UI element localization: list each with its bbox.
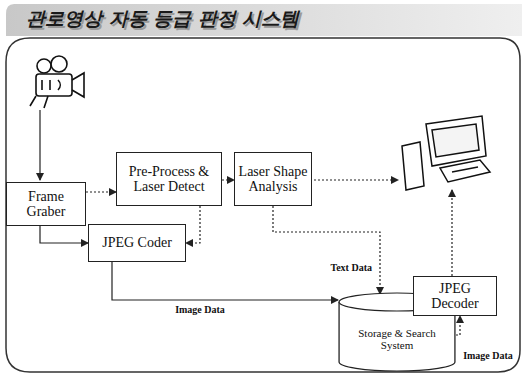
node-label: Pre-Process & Laser Detect: [117, 164, 221, 195]
process-box: Pre-Process & Laser Detect: [116, 152, 222, 206]
edge-label: Image Data: [173, 304, 227, 315]
flow-arrow: [222, 179, 234, 180]
flow-arrow: [186, 206, 200, 243]
flow-arrow: [40, 226, 88, 243]
flow-arrow: [86, 191, 116, 192]
flow-arrow: [273, 206, 380, 294]
flow-arrow: [112, 262, 338, 300]
slide-frame: [6, 38, 520, 372]
process-box: JPEG Coder: [88, 224, 186, 262]
node-label: Frame Graber: [7, 189, 85, 220]
camera-feed-line: [39, 110, 40, 180]
edge-label: Image Data: [461, 350, 515, 361]
decoder-to-display-line: [451, 190, 452, 276]
node-label: JPEG Coder: [99, 235, 175, 250]
node-label: Laser Shape Analysis: [235, 164, 311, 195]
slide-title: 관로영상 자동 등급 판정 시스템: [26, 6, 299, 32]
node-label: Storage & Search System: [338, 327, 456, 351]
computer-icon: [402, 116, 490, 190]
flow-arrow: [456, 316, 460, 335]
process-box: Frame Graber: [6, 182, 86, 226]
analysis-to-display-line: [306, 179, 398, 180]
header-band: [6, 4, 522, 36]
process-box: JPEG Decoder: [413, 276, 497, 316]
process-box: Laser Shape Analysis: [234, 152, 312, 206]
edge-label: Text Data: [328, 262, 374, 273]
camera-icon: [30, 56, 84, 108]
node-label: JPEG Decoder: [414, 281, 496, 312]
